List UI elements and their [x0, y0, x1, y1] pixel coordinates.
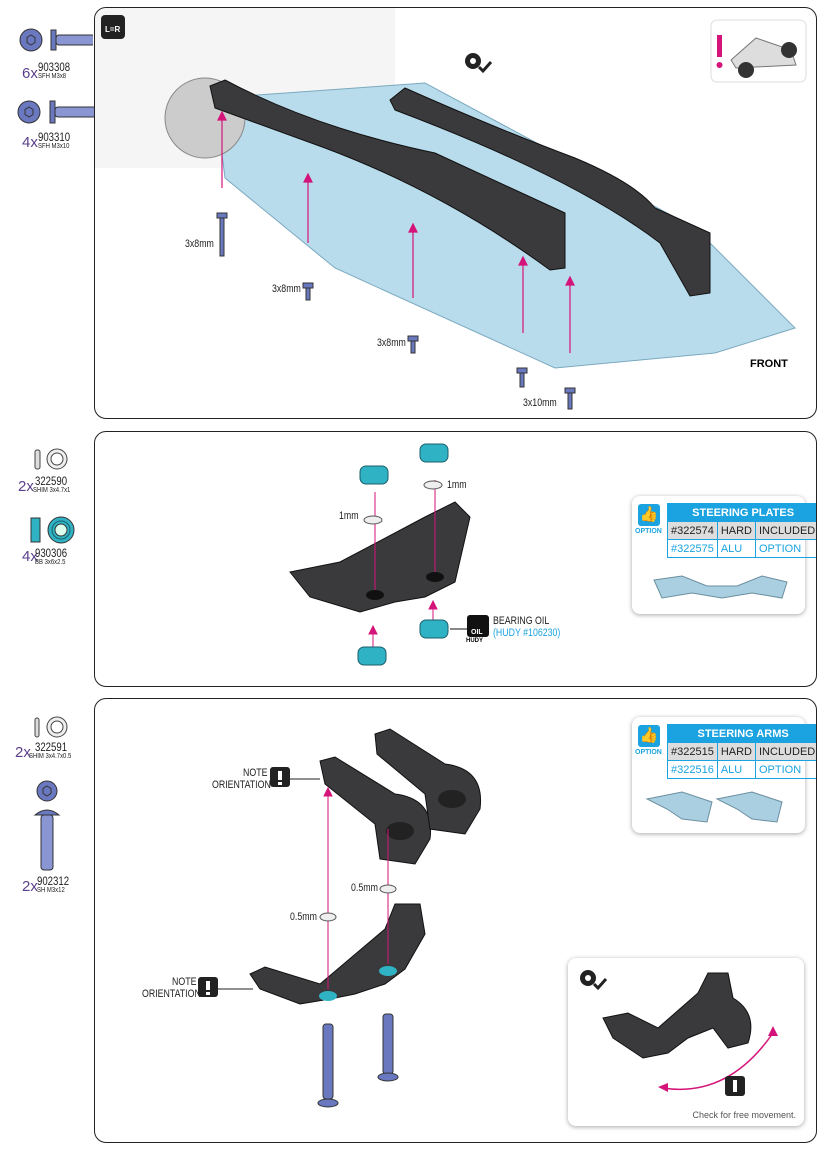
check-movement-text: Check for free movement.	[692, 1110, 796, 1120]
screw-903310-icon	[17, 100, 94, 124]
bearing-oil-ref: (HUDY #106230)	[493, 627, 561, 639]
part-number: 902312	[37, 874, 70, 888]
shim-label: 1mm	[447, 479, 467, 491]
setup-icon	[465, 53, 493, 74]
screw-label: 3x8mm	[377, 337, 406, 349]
part-desc: SFH M3x10	[38, 143, 70, 150]
step-3-panel: NOTE ORIENTATION NOTE ORIENTATION 0.5mm …	[94, 698, 817, 1143]
option-badge: OPTION	[635, 749, 662, 756]
thumbs-up-icon: 👍	[638, 725, 660, 747]
option-title: STEERING PLATES	[666, 503, 816, 522]
bearing-oil-label: BEARING OIL	[493, 615, 550, 627]
bearing-930306-icon	[30, 516, 75, 544]
screw-label: 3x8mm	[272, 283, 301, 295]
orientation-label: ORIENTATION	[212, 779, 271, 791]
part-number: 322590	[35, 474, 68, 488]
part-count: 2x	[18, 478, 34, 495]
part-desc: SHIM 3x4.7x0.5	[29, 753, 72, 760]
hudy-logo: HUDY	[466, 638, 484, 644]
steering-plate-illustration: OIL	[289, 443, 489, 666]
option-badge: OPTION	[635, 528, 662, 535]
part-number: 322591	[35, 740, 68, 754]
check-illustration	[580, 970, 778, 1096]
exclamation-icon	[198, 977, 218, 997]
check-movement-box: Check for free movement.	[568, 958, 804, 1126]
part-desc: BB 3x6x2.5	[35, 559, 66, 566]
part-count: 2x	[15, 744, 31, 761]
note-label: NOTE	[172, 976, 197, 988]
front-label: FRONT	[750, 358, 788, 370]
screw-903308-icon	[19, 28, 93, 52]
chassis-illustration	[95, 8, 807, 410]
shim-label: 1mm	[339, 510, 359, 522]
shim-label: 0.5mm	[351, 882, 378, 894]
screw-902312-icon	[33, 780, 61, 871]
step-1-panel: L=R 3x8mm 3x8mm 3x8mm 3x10mm FRONT	[94, 7, 817, 419]
screw-label: 3x10mm	[523, 397, 557, 409]
part-count: 4x	[22, 548, 38, 565]
part-number: 903310	[38, 130, 71, 144]
part-number: 930306	[35, 546, 68, 560]
oil-icon-text: OIL	[471, 629, 483, 636]
wrench-icon	[725, 1076, 745, 1096]
step-2-panel: OIL 1mm 1mm HUDY BEARING OIL (HUDY #1062…	[94, 431, 817, 687]
part-count: 6x	[22, 65, 38, 82]
shim-322591-icon	[34, 716, 68, 738]
alu-plate-image	[653, 575, 788, 599]
oil-icon: OIL	[467, 615, 489, 637]
note-label: NOTE	[243, 767, 268, 779]
part-number: 903308	[38, 60, 71, 74]
alu-arms-image	[645, 791, 783, 823]
screw-label: 3x8mm	[185, 238, 214, 250]
thumbs-up-icon: 👍	[638, 504, 660, 526]
part-count: 4x	[22, 134, 38, 151]
part-count: 2x	[22, 878, 38, 895]
lr-icon	[101, 15, 125, 39]
steering-arms-illustration	[198, 728, 482, 1108]
part-desc: SH M3x12	[37, 887, 65, 894]
exclamation-icon	[270, 767, 290, 787]
setup-icon	[580, 970, 608, 991]
shim-322590-icon	[34, 448, 68, 470]
car-warning-icon	[710, 19, 807, 83]
part-desc: SHIM 3x4.7x1	[33, 487, 71, 494]
option-title: STEERING ARMS	[666, 724, 816, 743]
orientation-label: ORIENTATION	[142, 988, 201, 1000]
shim-label: 0.5mm	[290, 911, 317, 923]
lr-badge: L=R	[105, 25, 121, 34]
part-desc: SFH M3x8	[38, 73, 67, 80]
